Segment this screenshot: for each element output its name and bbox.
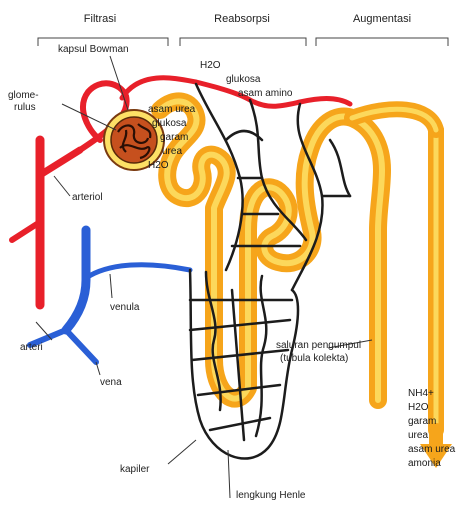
urine-water: H2O bbox=[408, 402, 429, 413]
reabsorbed-components: H2O glukosa asam amino bbox=[200, 60, 293, 99]
urine-ammonia: amonia bbox=[408, 458, 441, 469]
collecting-duct-label-1: saluran pengumpul bbox=[276, 340, 361, 351]
glomerulus-label-2: rulus bbox=[14, 102, 36, 113]
augmentation-bracket bbox=[316, 38, 448, 46]
section-headers: Filtrasi Reabsorpsi Augmentasi bbox=[38, 13, 448, 46]
bowman-label: kapsul Bowman bbox=[58, 44, 129, 55]
reabsorbed-glucose: glukosa bbox=[226, 74, 261, 85]
filtrate-urea: urea bbox=[162, 146, 182, 157]
capillary-label: kapiler bbox=[120, 464, 150, 475]
nephron-tubule bbox=[160, 101, 436, 448]
glomerulus-label-1: glome- bbox=[8, 90, 39, 101]
henle-label: lengkung Henle bbox=[236, 490, 306, 501]
augmentation-header: Augmentasi bbox=[353, 13, 411, 25]
vein-label: vena bbox=[100, 377, 122, 388]
urine-ammonium: NH4+ bbox=[408, 388, 434, 399]
reabsorption-bracket bbox=[180, 38, 306, 46]
artery-label: arteri bbox=[20, 342, 43, 353]
filtrate-uric-acid: asam urea bbox=[148, 104, 196, 115]
filtrate-water: H2O bbox=[148, 160, 169, 171]
filtrate-salt: garam bbox=[160, 132, 188, 143]
venule-label: venula bbox=[110, 302, 140, 313]
reabsorption-header: Reabsorpsi bbox=[214, 13, 270, 25]
vein-vessel bbox=[30, 230, 190, 362]
urine-salt: garam bbox=[408, 416, 436, 427]
arteriole-label: arteriol bbox=[72, 192, 103, 203]
filtration-header: Filtrasi bbox=[84, 13, 116, 25]
venule bbox=[86, 265, 190, 278]
reabsorbed-amino-acid: asam amino bbox=[238, 88, 293, 99]
artery-vessel bbox=[12, 140, 80, 305]
reabsorbed-water: H2O bbox=[200, 60, 221, 71]
urine-urea: urea bbox=[408, 430, 428, 441]
filtrate-glucose: glukosa bbox=[152, 118, 187, 129]
urine-uric-acid: asam urea bbox=[408, 444, 456, 455]
collecting-duct-label-2: (tubula kolekta) bbox=[280, 353, 348, 364]
